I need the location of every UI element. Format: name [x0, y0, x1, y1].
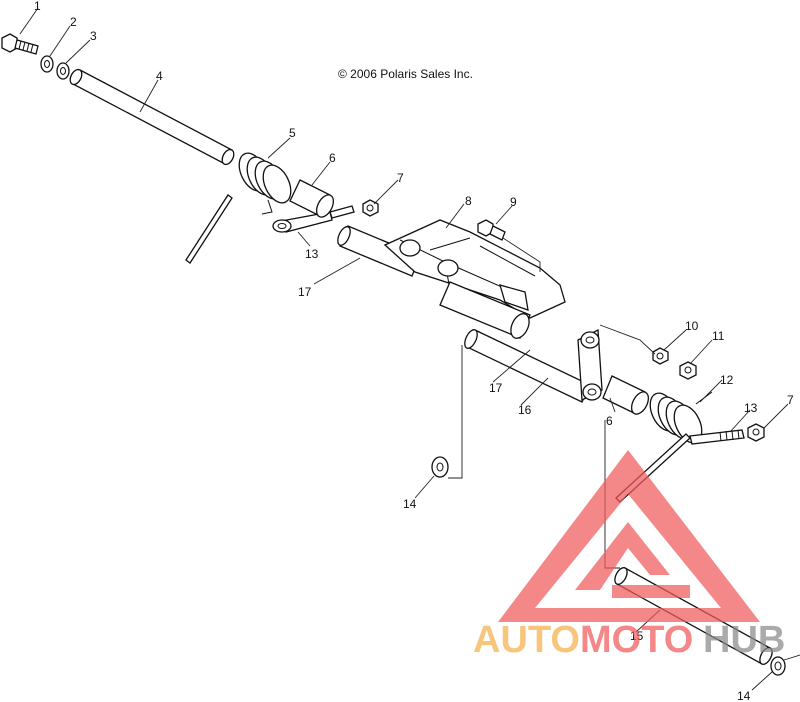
callout-13-right: 13: [744, 401, 758, 415]
callout-15: 15: [630, 629, 644, 643]
callout-numbers: 1 2 3 4 5 6 7 8 9 10 11 12 13 7 6 13 17 …: [34, 0, 794, 702]
part-spring-left: [185, 152, 292, 264]
callout-4: 4: [156, 69, 163, 83]
callout-16: 16: [518, 403, 532, 417]
part-nut-11: [679, 361, 697, 380]
part-washer-2: [56, 62, 70, 80]
part-washer: [40, 55, 54, 73]
callout-10: 10: [685, 319, 699, 333]
callout-11: 11: [712, 329, 725, 343]
callout-leaders: [19, 7, 789, 691]
copyright-text: © 2006 Polaris Sales Inc.: [338, 67, 473, 81]
callout-17-lower: 17: [489, 381, 503, 395]
callout-17-upper: 17: [298, 285, 312, 299]
callout-13-left: 13: [305, 247, 319, 261]
part-washer-14-left: [431, 456, 449, 478]
callout-14-left: 14: [403, 497, 417, 511]
part-link-plate-lower: [577, 328, 603, 402]
callout-1: 1: [34, 0, 41, 13]
part-bolt: [1, 33, 39, 55]
part-link-rod-right: [689, 429, 745, 445]
part-nut-7-lower: [747, 423, 765, 442]
part-link-left: [272, 205, 355, 233]
callout-2: 2: [70, 15, 77, 29]
callout-9: 9: [510, 195, 517, 209]
callout-6: 6: [329, 151, 336, 165]
watermark-text-auto: AUTO: [473, 619, 580, 661]
part-main-bracket: [383, 219, 566, 339]
watermark-text-moto: MOTO: [580, 619, 693, 661]
part-bolt-9: [477, 219, 506, 241]
callout-7: 7: [397, 171, 404, 185]
callout-3: 3: [90, 29, 97, 43]
part-bushing-right: [602, 375, 650, 415]
callout-8: 8: [465, 194, 472, 208]
part-rod-upper: [69, 68, 235, 166]
callout-14-right: 14: [737, 689, 751, 702]
part-bushing-left: [289, 179, 335, 218]
watermark-logo: AUTO MOTO HUB: [473, 450, 785, 661]
callout-6-right: 6: [606, 414, 613, 428]
callout-5: 5: [289, 126, 296, 140]
callout-7-right: 7: [787, 393, 794, 407]
watermark-text-hub: HUB: [703, 619, 785, 661]
part-washer-14-right: [770, 656, 786, 676]
callout-12: 12: [720, 373, 734, 387]
part-pivot-rod: [464, 329, 591, 403]
part-nut-10: [652, 347, 669, 365]
